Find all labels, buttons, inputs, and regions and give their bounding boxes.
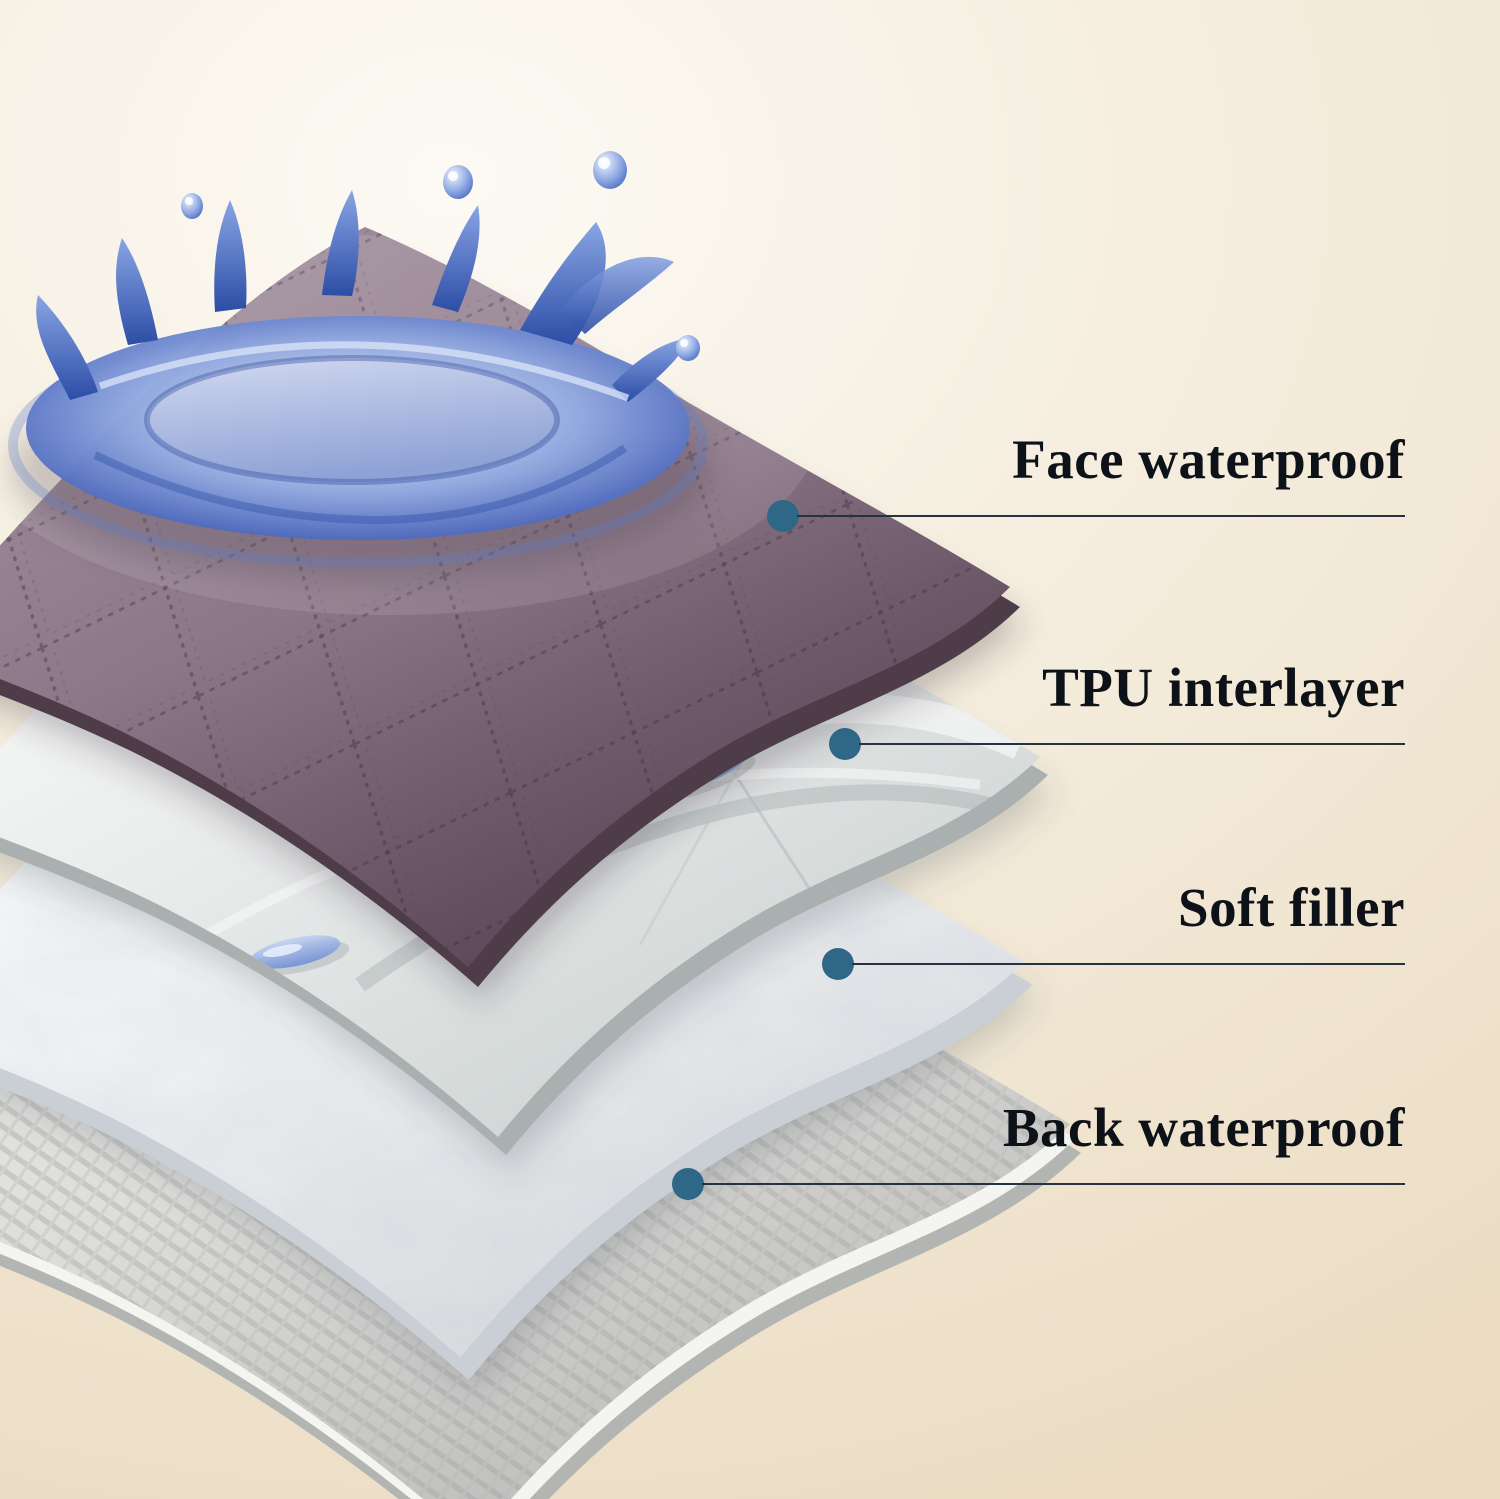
callout-label: TPU interlayer [1042,657,1405,718]
callout-rule [822,947,1405,980]
flying-droplet [593,151,627,189]
callout-face-waterproof: Face waterproof [767,429,1405,532]
connector-dot-icon [822,947,854,980]
connector-dot-icon [767,499,799,532]
flying-droplet [676,335,700,361]
callout-label: Soft filler [1178,877,1405,938]
connector-dot-icon [829,727,861,760]
connector-dot-icon [672,1167,704,1200]
flying-droplet [443,165,473,199]
callout-rule [672,1167,1405,1200]
callout-back-waterproof: Back waterproof [672,1097,1405,1200]
connector-line [797,514,1405,517]
callout-label: Face waterproof [1012,429,1405,490]
connector-line [702,1182,1405,1185]
water-bead [249,935,350,976]
callout-label: Back waterproof [1002,1097,1405,1158]
connector-line [852,962,1405,965]
callout-tpu-interlayer: TPU interlayer [829,657,1405,760]
flying-droplet [181,193,203,219]
callout-rule [829,727,1405,760]
connector-line [859,742,1405,745]
callout-soft-filler: Soft filler [822,877,1405,980]
callout-rule [767,499,1405,532]
water-splash-illustration [8,151,710,580]
